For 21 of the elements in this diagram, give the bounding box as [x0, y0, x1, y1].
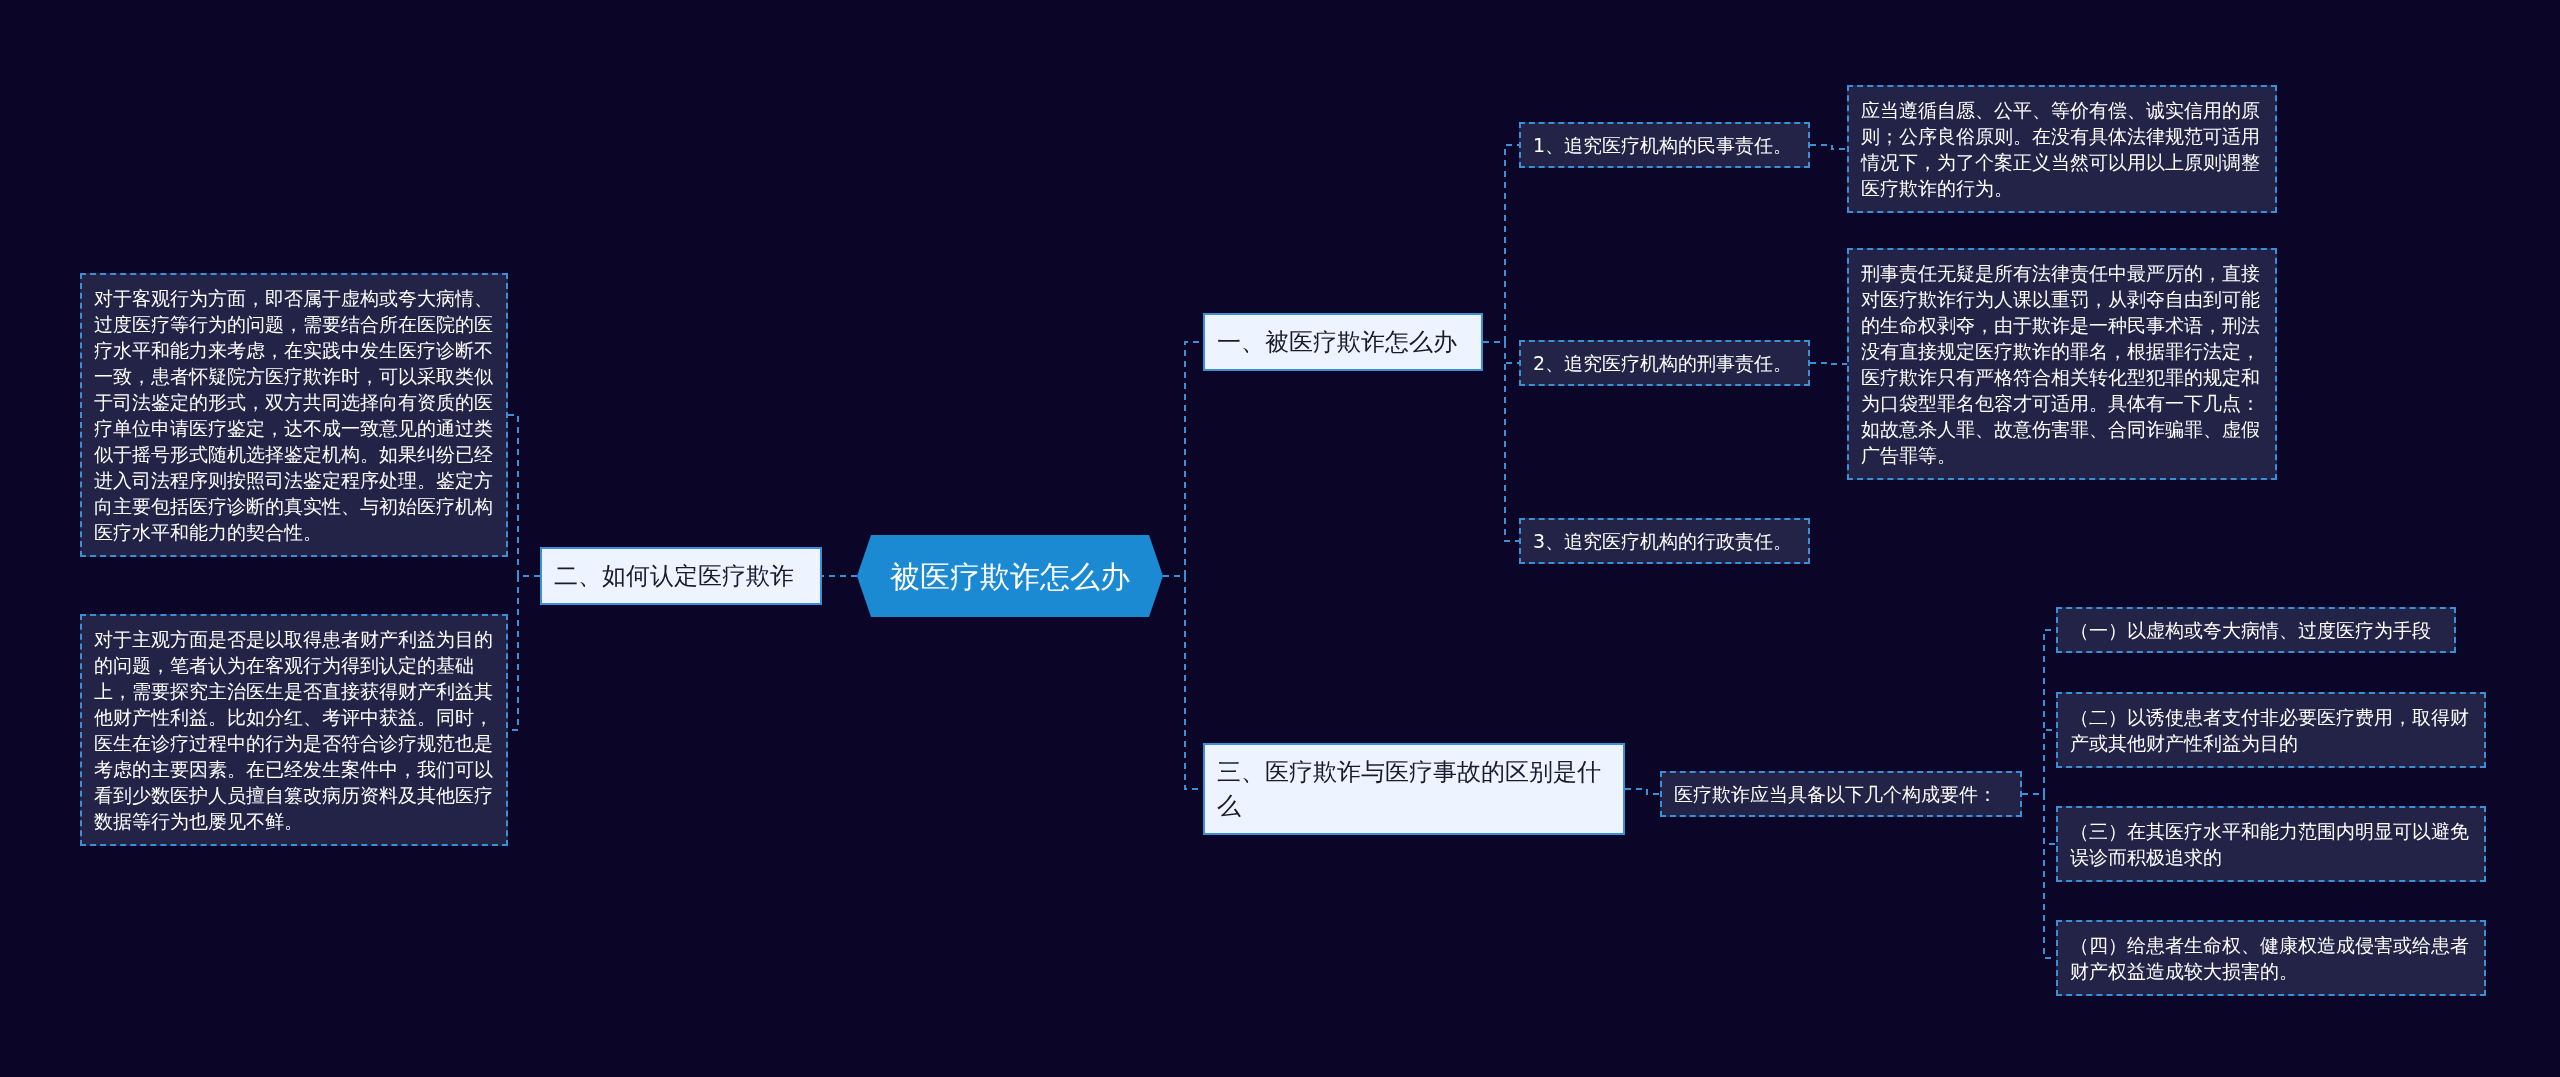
- connector-line: [1482, 341, 1520, 542]
- connector-line: [1624, 788, 1661, 795]
- note-box: 对于客观行为方面，即否属于虚构或夸大病情、过度医疗等行为的问题，需要结合所在医院的医疗水平和能力来考虑，在实践中发生医疗诊断不一致，患者怀疑院方医疗欺诈时，可以采取类似于司法鉴定的形式，双方共同选择向有资质的医疗单位申请医疗鉴定，达不成一致意见的通过类似于摇号形式随机选择鉴定机构。如果纠纷已经进入司法程序则按照司法鉴定程序处理。鉴定方向主要包括医疗诊断的真实性、与初始医疗机构医疗水平和能力的契合性。: [80, 273, 508, 557]
- subtopic-box: 3、追究医疗机构的行政责任。: [1519, 518, 1810, 564]
- subtopic-box: 医疗欺诈应当具备以下几个构成要件：: [1660, 771, 2022, 817]
- note-box: 对于主观方面是否是以取得患者财产利益为目的的问题，笔者认为在客观行为得到认定的基础上，需要探究主治医生是否直接获得财产利益其他财产性利益。比如分红、考评中获益。同时，医生在诊疗过程中的行为是否符合诊疗规范也是考虑的主要因素。在已经发生案件中，我们可以看到少数医护人员擅自篡改病历资料及其他医疗数据等行为也屡见不鲜。: [80, 614, 508, 846]
- note-box: （四）给患者生命权、健康权造成侵害或给患者财产权益造成较大损害的。: [2056, 920, 2486, 996]
- note-box: 刑事责任无疑是所有法律责任中最严厉的，直接对医疗欺诈行为人课以重罚，从剥夺自由到可能的生命权剥夺，由于欺诈是一种民事术语，刑法没有直接规定医疗欺诈的罪名，根据罪行法定，医疗欺诈只有严格符合相关转化型犯罪的规定和为口袋型罪名包容才可适用。具体有一下几点：如故意杀人罪、故意伤害罪、合同诈骗罪、虚假广告罪等。: [1847, 248, 2277, 480]
- subtopic-box: 1、追究医疗机构的民事责任。: [1519, 122, 1810, 168]
- branch-topic: 二、如何认定医疗欺诈: [540, 547, 822, 605]
- subtopic-box: 2、追究医疗机构的刑事责任。: [1519, 340, 1810, 386]
- connector-line: [821, 575, 858, 577]
- subtopic-box: （一）以虚构或夸大病情、过度医疗为手段: [2056, 607, 2456, 653]
- connector-line: [1809, 362, 1848, 365]
- connector-line: [1809, 144, 1848, 150]
- note-box: 应当遵循自愿、公平、等价有偿、诚实信用的原则；公序良俗原则。在没有具体法律规范可适用情况下，为了个案正义当然可以用以上原则调整医疗欺诈的行为。: [1847, 85, 2277, 213]
- note-box: （二）以诱使患者支付非必要医疗费用，取得财产或其他财产性利益为目的: [2056, 692, 2486, 768]
- branch-topic: 三、医疗欺诈与医疗事故的区别是什么: [1203, 743, 1625, 835]
- note-box: （三）在其医疗水平和能力范围内明显可以避免误诊而积极追求的: [2056, 806, 2486, 882]
- central-topic: 被医疗欺诈怎么办: [857, 535, 1163, 617]
- branch-topic: 一、被医疗欺诈怎么办: [1203, 313, 1483, 371]
